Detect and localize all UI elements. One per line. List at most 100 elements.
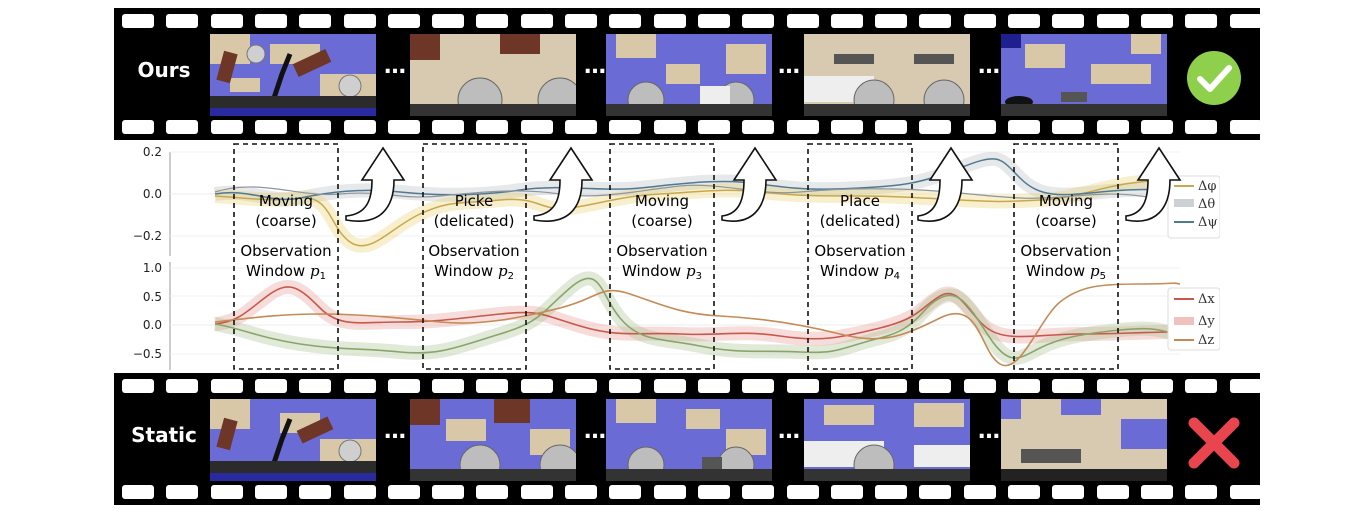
- sprocket-hole: [166, 120, 199, 134]
- window-sub: 5: [1100, 271, 1106, 282]
- sprocket-hole: [254, 485, 287, 499]
- frame-image: [804, 399, 970, 481]
- sprocket-hole: [742, 120, 775, 134]
- sprocket-hole: [609, 379, 642, 393]
- sprocket-hole: [1008, 14, 1040, 28]
- sprocket-hole: [565, 379, 597, 393]
- sprocket-hole: [1140, 379, 1173, 393]
- sprocket-hole: [875, 379, 908, 393]
- sprocket-holes-top: [114, 379, 1262, 393]
- phase-detail: (coarse): [631, 212, 693, 230]
- window-name: Window p2: [434, 262, 514, 282]
- film-strip-ours: Ours … … … …: [114, 8, 1262, 140]
- sprocket-hole: [343, 379, 376, 393]
- video-frame: [606, 399, 772, 481]
- sprocket-hole: [786, 485, 819, 499]
- phase-detail: (delicated): [434, 212, 515, 230]
- sprocket-hole: [520, 379, 553, 393]
- cross-icon: [1188, 417, 1240, 469]
- video-frame: [1001, 34, 1167, 116]
- sprocket-hole: [875, 485, 908, 499]
- ellipsis: …: [778, 419, 800, 444]
- phase-label: Place: [840, 192, 880, 210]
- sprocket-hole: [697, 14, 730, 28]
- sprocket-hole: [299, 120, 332, 134]
- sprocket-hole: [1008, 379, 1040, 393]
- sprocket-holes-bottom: [114, 485, 1262, 499]
- bottom-ytick: 0.0: [143, 318, 162, 332]
- sprocket-hole: [520, 485, 553, 499]
- trajectory-chart: 0.2 0.0 −0.2 1.0 0.5 0.0 −0.5 Δφ Δθ Δψ Δ…: [133, 143, 1220, 370]
- sprocket-hole: [432, 14, 465, 28]
- sprocket-hole: [343, 120, 376, 134]
- bottom-ytick: −0.5: [133, 347, 162, 361]
- ellipsis: …: [978, 419, 1000, 444]
- sprocket-hole: [875, 14, 908, 28]
- window-name: Window p5: [1026, 262, 1106, 282]
- ellipsis: …: [584, 54, 606, 79]
- sprocket-hole: [432, 120, 465, 134]
- observation-window-2: Picke (delicated) Observation Window p2: [422, 143, 527, 370]
- window-sub: 1: [320, 271, 326, 282]
- ellipsis: …: [778, 54, 800, 79]
- transition-arrow-2: [533, 146, 594, 222]
- observation-window-1: Moving (coarse) Observation Window p1: [233, 143, 339, 370]
- sprocket-hole: [653, 14, 686, 28]
- sprocket-hole: [299, 485, 332, 499]
- frame-image: [1001, 399, 1167, 481]
- sprocket-hole: [166, 379, 199, 393]
- sprocket-hole: [432, 485, 465, 499]
- phase-label: Moving: [1039, 192, 1093, 210]
- sprocket-hole: [210, 120, 243, 134]
- sprocket-hole: [254, 14, 287, 28]
- sprocket-hole: [254, 120, 287, 134]
- legend-swatch: [1174, 199, 1194, 207]
- sprocket-hole: [742, 485, 775, 499]
- top-ytick: 0.2: [143, 145, 162, 159]
- strip-label-static: Static: [131, 423, 197, 447]
- window-name: Window p4: [820, 262, 900, 282]
- sprocket-hole: [786, 120, 819, 134]
- ellipsis: …: [384, 419, 406, 444]
- sprocket-hole: [210, 485, 243, 499]
- video-frame: [210, 34, 376, 116]
- sprocket-hole: [830, 14, 863, 28]
- window-sub: 3: [696, 271, 702, 282]
- result-indicator-ours: [1184, 48, 1244, 108]
- legend-label: Δx: [1198, 292, 1215, 307]
- window-label: Observation: [616, 242, 707, 260]
- video-frame: [606, 34, 772, 116]
- sprocket-hole: [166, 14, 199, 28]
- sprocket-hole: [254, 379, 287, 393]
- sprocket-hole: [1140, 14, 1173, 28]
- sprocket-hole: [1229, 379, 1262, 393]
- check-icon: [1187, 51, 1241, 105]
- sprocket-hole: [786, 14, 819, 28]
- sprocket-hole: [1140, 120, 1173, 134]
- sprocket-hole: [609, 120, 642, 134]
- sprocket-hole: [476, 120, 509, 134]
- window-label: Observation: [428, 242, 519, 260]
- sprocket-hole: [653, 379, 686, 393]
- sprocket-hole: [609, 485, 642, 499]
- sprocket-hole: [1185, 14, 1218, 28]
- sprocket-hole: [1096, 14, 1129, 28]
- sprocket-hole: [432, 379, 465, 393]
- sprocket-hole: [919, 379, 952, 393]
- sprocket-hole: [476, 379, 509, 393]
- observation-window-5: Moving (coarse) Observation Window p5: [1013, 143, 1119, 370]
- sprocket-hole: [166, 485, 199, 499]
- sprocket-hole: [1096, 379, 1129, 393]
- frame-image: [210, 399, 376, 481]
- sprocket-hole: [1052, 14, 1085, 28]
- sprocket-hole: [963, 379, 996, 393]
- sprocket-hole: [875, 120, 908, 134]
- sprocket-hole: [653, 485, 686, 499]
- sprocket-hole: [963, 120, 996, 134]
- sprocket-hole: [387, 14, 420, 28]
- window-var: p: [686, 262, 696, 280]
- legend-label: Δz: [1198, 333, 1214, 348]
- bottom-ytick: 0.5: [143, 290, 162, 304]
- sprocket-hole: [122, 485, 154, 499]
- sprocket-hole: [387, 379, 420, 393]
